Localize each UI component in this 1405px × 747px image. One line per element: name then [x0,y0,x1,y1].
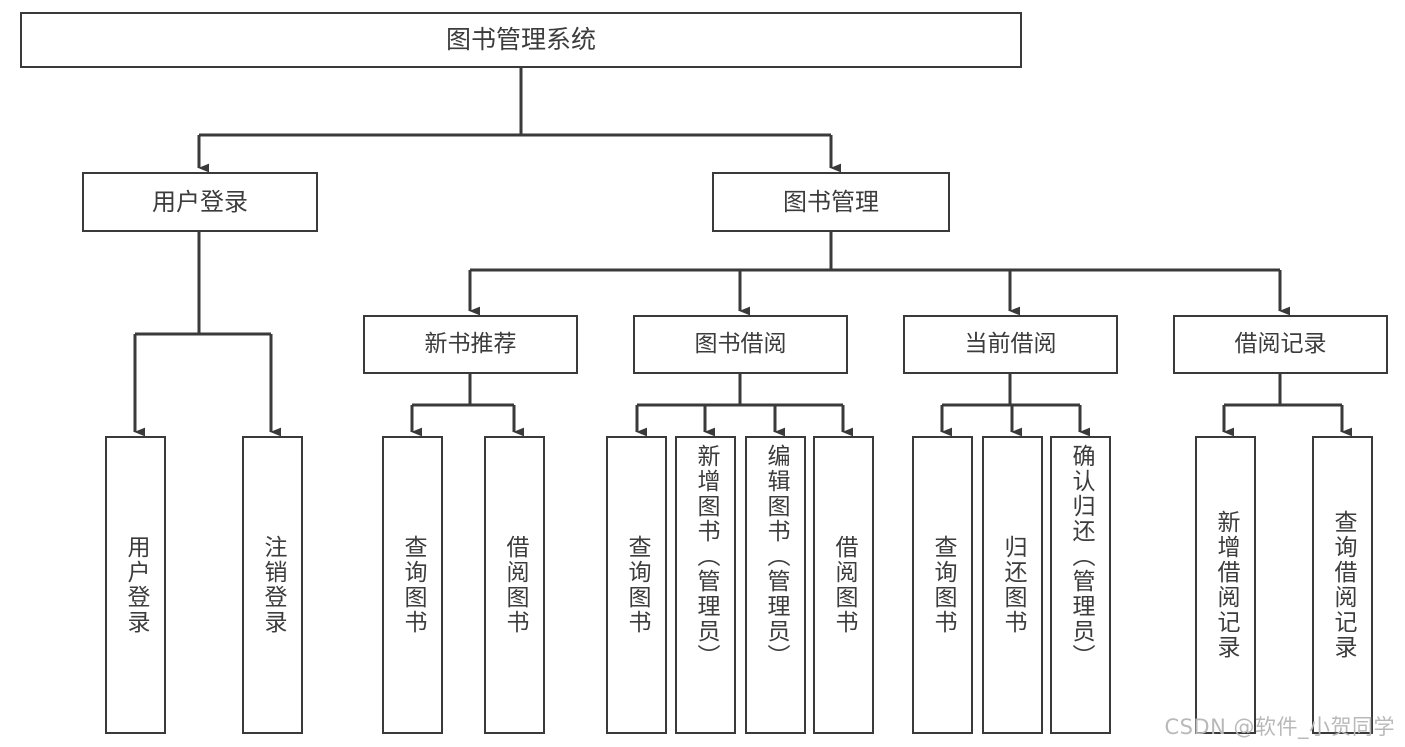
leaf-query-borrow-record[interactable]: 查询借阅记录 [1312,436,1373,734]
node-label: 新书推荐 [424,330,517,357]
leaf-label: 新增借阅记录 [1213,510,1239,660]
leaf-inner: 借阅图书 [815,438,872,732]
leaf-inner: 查询图书 [914,438,971,732]
leaf-inner: 新增借阅记录 [1197,438,1254,732]
leaf-inner: 编辑图书（管理员） [747,438,804,738]
leaf-label: 借阅图书 [502,535,528,635]
node-new-book-recommendation[interactable]: 新书推荐 [363,315,578,374]
leaf-borrow-book[interactable]: 借阅图书 [813,436,874,734]
leaf-user-logout[interactable]: 注销登录 [242,436,303,734]
leaf-label: 查询图书 [624,535,650,635]
node-book-borrowing[interactable]: 图书借阅 [633,315,848,374]
leaf-query-book-borrow[interactable]: 查询图书 [606,436,667,734]
leaf-borrow-book-new-recommend[interactable]: 借阅图书 [484,436,545,734]
node-label: 图书管理 [783,187,879,216]
node-label: 借阅记录 [1234,330,1327,357]
leaf-user-login[interactable]: 用户登录 [105,436,166,734]
leaf-label: 注销登录 [260,535,286,635]
leaf-inner: 用户登录 [107,438,164,732]
node-root-book-management-system[interactable]: 图书管理系统 [20,12,1022,68]
leaf-add-borrow-record[interactable]: 新增借阅记录 [1195,436,1256,734]
node-label: 图书管理系统 [445,25,596,54]
node-label: 用户登录 [152,187,248,216]
leaf-label: 编辑图书（管理员） [763,444,789,669]
node-borrowing-records[interactable]: 借阅记录 [1173,315,1388,374]
node-user-login[interactable]: 用户登录 [82,172,318,232]
leaf-return-book[interactable]: 归还图书 [982,436,1043,734]
leaf-label: 新增图书（管理员） [693,444,719,669]
leaf-inner: 注销登录 [244,438,301,732]
leaf-label: 归还图书 [1000,535,1026,635]
leaf-query-book-current[interactable]: 查询图书 [912,436,973,734]
leaf-label: 查询图书 [930,535,956,635]
leaf-label: 查询借阅记录 [1330,510,1356,660]
leaf-inner: 借阅图书 [486,438,543,732]
leaf-inner: 归还图书 [984,438,1041,732]
leaf-inner: 确认归还（管理员） [1052,438,1109,738]
leaf-query-book-new-recommend[interactable]: 查询图书 [382,436,443,734]
leaf-label: 用户登录 [123,535,149,635]
leaf-label: 确认归还（管理员） [1068,444,1094,669]
node-label: 图书借阅 [694,330,787,357]
node-book-management[interactable]: 图书管理 [712,172,950,232]
leaf-edit-book-admin[interactable]: 编辑图书（管理员） [745,436,806,734]
leaf-add-book-admin[interactable]: 新增图书（管理员） [675,436,736,734]
leaf-inner: 查询借阅记录 [1314,438,1371,732]
leaf-label: 借阅图书 [831,535,857,635]
node-label: 当前借阅 [964,330,1057,357]
leaf-label: 查询图书 [400,535,426,635]
leaf-inner: 查询图书 [384,438,441,732]
node-current-borrowing[interactable]: 当前借阅 [903,315,1118,374]
leaf-confirm-return-admin[interactable]: 确认归还（管理员） [1050,436,1111,734]
leaf-inner: 新增图书（管理员） [677,438,734,738]
leaf-inner: 查询图书 [608,438,665,732]
